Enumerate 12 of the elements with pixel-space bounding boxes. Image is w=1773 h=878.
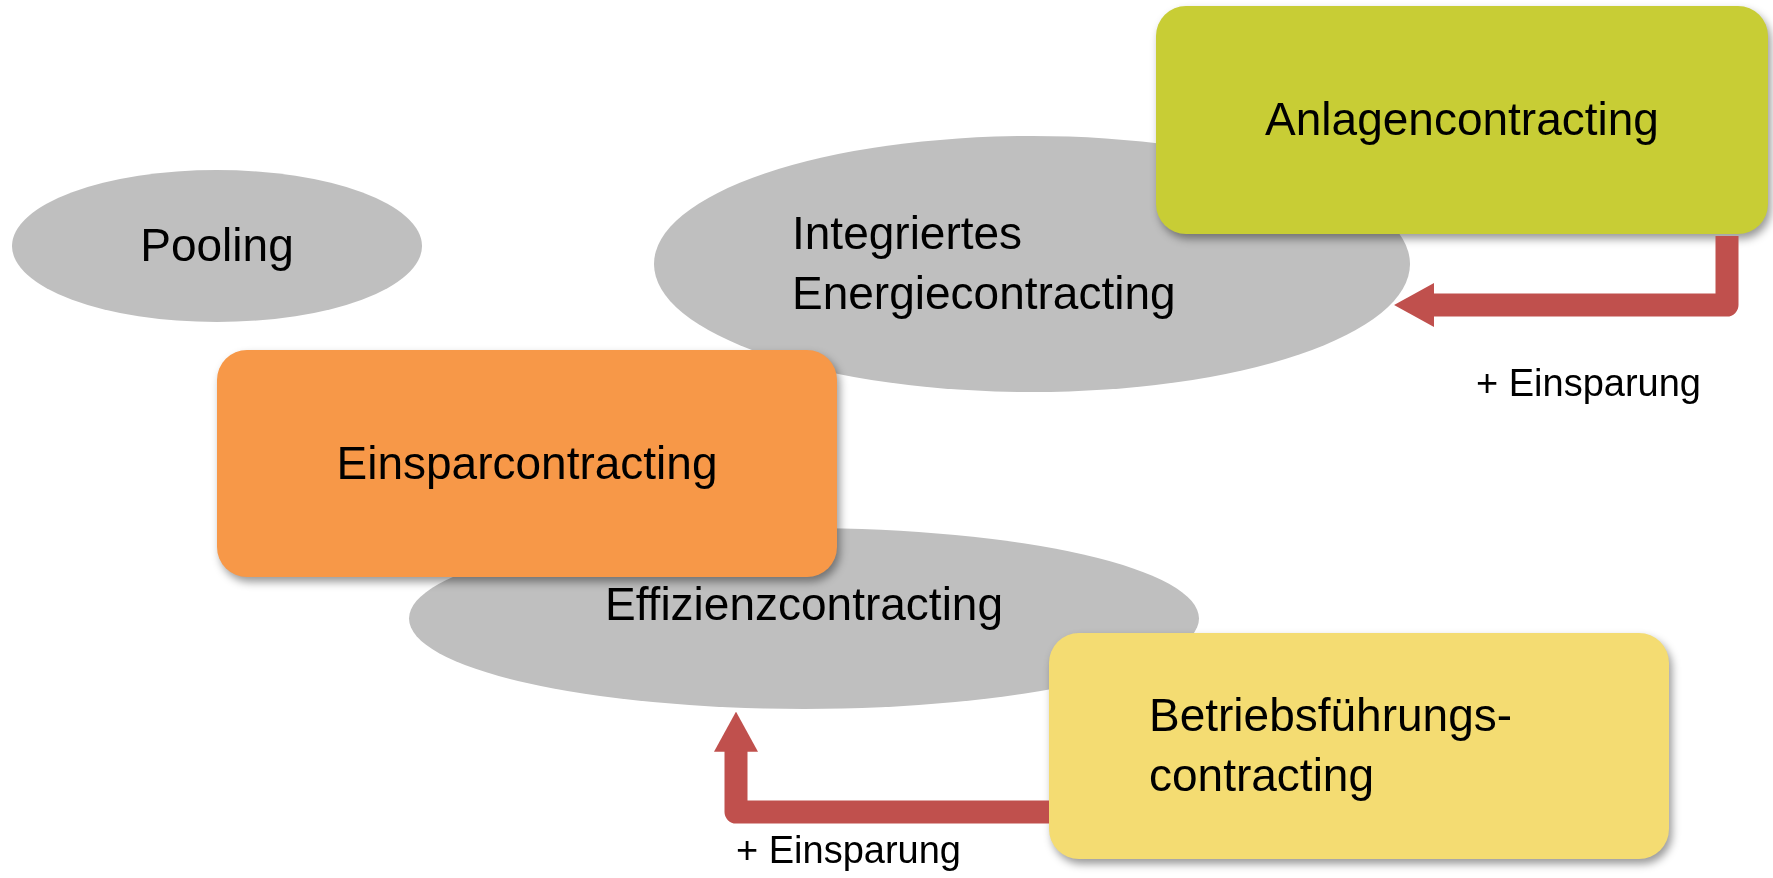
node-label: Betriebsführungs- contracting xyxy=(1149,688,1514,803)
rounded-box xyxy=(1049,633,1669,859)
rounded-box xyxy=(217,350,837,577)
node-label: Anlagencontracting xyxy=(1265,92,1659,148)
ellipse-shape xyxy=(12,170,422,322)
node-label: Einsparcontracting xyxy=(336,435,718,491)
rounded-box xyxy=(1156,6,1768,234)
node-label: Effizienzcontracting xyxy=(605,576,1003,632)
arrow xyxy=(714,711,1049,824)
node-label: Integriertes Energiecontracting xyxy=(792,206,1177,321)
arrow xyxy=(1394,236,1739,327)
node-label: Pooling xyxy=(140,218,294,274)
